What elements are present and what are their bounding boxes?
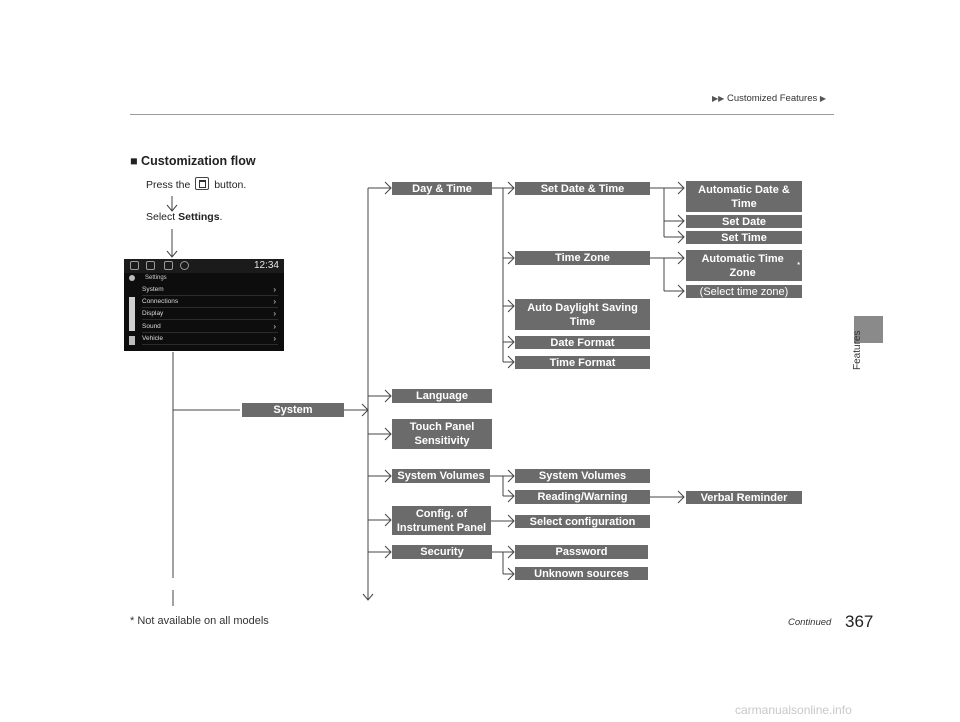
back-icon (129, 336, 135, 345)
flow-box-security: Security (392, 545, 492, 559)
header-rule (130, 114, 834, 115)
screen-side-bar (129, 297, 135, 331)
flow-box-date-format: Date Format (515, 336, 650, 349)
home-icon (146, 261, 155, 270)
flow-box-set-date: Set Date (686, 215, 802, 228)
screen-menu-item: Sound › (142, 321, 278, 333)
flow-box-config-instrument-panel: Config. of Instrument Panel (392, 506, 491, 535)
screen-status-bar: 12:34 (124, 259, 284, 273)
screen-clock: 12:34 (253, 260, 279, 271)
automatic-time-zone-label: Automatic Time Zone (701, 252, 784, 279)
chevron-right-icon: › (273, 334, 276, 343)
side-tab-marker (854, 316, 883, 343)
screen-menu-item: Display › (142, 308, 278, 320)
flow-box-touch-panel-sensitivity: Touch Panel Sensitivity (392, 419, 492, 449)
flow-box-set-time: Set Time (686, 231, 802, 244)
select-suffix: . (219, 211, 223, 223)
flow-box-system: System (242, 403, 344, 417)
screen-menu-label: Vehicle (142, 335, 163, 342)
flow-box-select-configuration: Select configuration (515, 515, 650, 528)
phone-icon (130, 261, 139, 270)
settings-screen-thumbnail: 12:34 Settings System › Connections › Disp… (124, 259, 284, 351)
select-prefix: Select (146, 211, 176, 223)
screen-menu-item: System › (142, 284, 278, 296)
screen-menu-item: Vehicle › (142, 333, 278, 345)
flow-box-password: Password (515, 545, 648, 559)
press-home-instruction: Press the button. (146, 177, 246, 191)
screen-title: Settings (145, 275, 167, 281)
page-number: 367 (845, 612, 874, 631)
square-bullet-icon: ■ (130, 154, 138, 168)
flow-box-automatic-time-zone: Automatic Time Zone * (686, 250, 802, 281)
breadcrumb-text: Customized Features (726, 93, 818, 104)
audio-icon (164, 261, 173, 270)
screen-menu-label: Connections (142, 298, 179, 305)
chevron-right-icon: › (273, 322, 276, 331)
footnote: * Not available on all models (130, 615, 269, 627)
screen-menu-label: System (142, 286, 164, 293)
footnote-mark: * (797, 261, 800, 269)
screen-menu-item: Connections › (142, 296, 278, 308)
flow-box-automatic-date-time: Automatic Date & Time (686, 181, 802, 212)
flow-box-time-format: Time Format (515, 356, 650, 369)
continued-label: Continued (788, 617, 832, 628)
home-icon (195, 177, 210, 190)
gear-icon (129, 275, 135, 281)
notification-icon (180, 261, 189, 270)
chevron-right-icon: › (273, 309, 276, 318)
screen-menu-label: Sound (142, 323, 161, 330)
triangle-right-icon: ▶▶ (712, 94, 725, 103)
flow-box-verbal-reminder: Verbal Reminder (686, 491, 802, 504)
press-suffix: button. (214, 179, 247, 191)
section-title: ■ Customization flow (130, 154, 256, 168)
chevron-right-icon: › (273, 297, 276, 306)
flow-box-reading-warning: Reading/Warning (515, 490, 650, 504)
flow-box-set-date-time: Set Date & Time (515, 182, 650, 195)
flow-box-day-time: Day & Time (392, 182, 492, 195)
watermark: carmanualsonline.info (735, 703, 852, 717)
select-settings-instruction: Select Settings. (146, 211, 222, 223)
breadcrumb: ▶▶ Customized Features ▶ (712, 93, 826, 104)
triangle-right-icon: ▶ (819, 94, 827, 103)
screen-menu-label: Display (142, 310, 164, 317)
chevron-right-icon: › (273, 285, 276, 294)
flow-box-unknown-sources: Unknown sources (515, 567, 648, 580)
section-title-text: Customization flow (141, 154, 256, 168)
flow-box-language: Language (392, 389, 492, 403)
press-prefix: Press the (146, 179, 191, 191)
flow-box-system-volumes-sub: System Volumes (515, 469, 650, 483)
select-target: Settings (178, 211, 220, 223)
flow-box-system-volumes: System Volumes (392, 469, 490, 483)
flow-box-auto-daylight-saving: Auto Daylight Saving Time (515, 299, 650, 330)
flow-box-time-zone: Time Zone (515, 251, 650, 265)
flow-box-select-time-zone: (Select time zone) (686, 285, 802, 298)
